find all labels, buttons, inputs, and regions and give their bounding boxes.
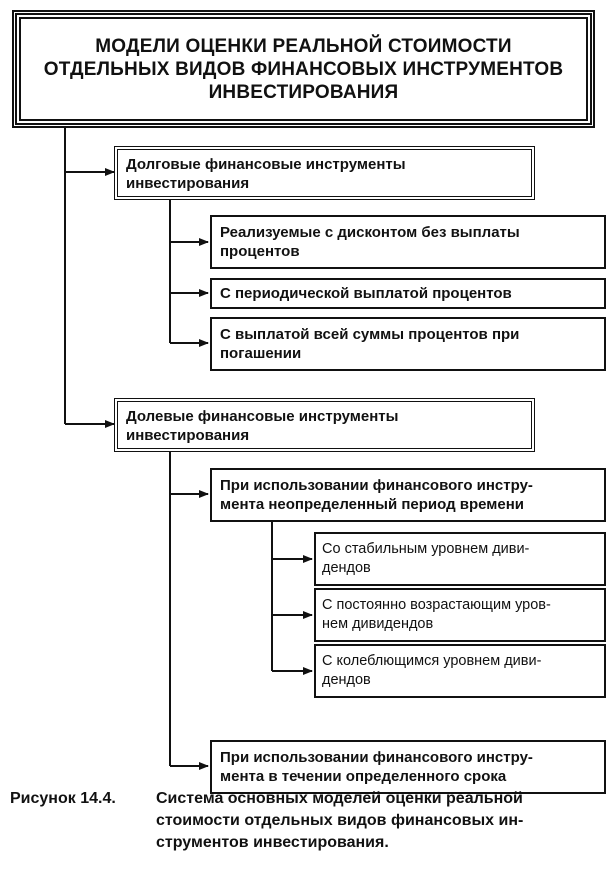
definite-period-label: При использовании финансового инстру- ме… <box>220 749 533 785</box>
debt-child-box-3: С выплатой всей суммы процентов при пога… <box>210 317 606 371</box>
debt-instruments-label: Долговые финансовые инструменты инвестир… <box>126 156 406 192</box>
dividend-child-label-2: С постоянно возрастающим уров- нем дивид… <box>322 597 551 632</box>
title-text: МОДЕЛИ ОЦЕНКИ РЕАЛЬНОЙ СТОИМОСТИ ОТДЕЛЬН… <box>43 35 564 103</box>
debt-child-label-3: С выплатой всей суммы процентов при пога… <box>220 326 520 362</box>
definite-period-box: При использовании финансового инстру- ме… <box>210 740 606 794</box>
indefinite-period-label: При использовании финансового инстру- ме… <box>220 477 533 513</box>
debt-child-box-2: С периодической выплатой процентов <box>210 278 606 309</box>
equity-instruments-label: Долевые финансовые инструменты инвестиро… <box>126 408 399 444</box>
figure-caption-label: Рисунок 14.4. <box>10 790 116 807</box>
indefinite-period-box: При использовании финансового инстру- ме… <box>210 468 606 522</box>
dividend-child-box-2: С постоянно возрастающим уров- нем дивид… <box>314 588 606 642</box>
debt-instruments-box: Долговые финансовые инструменты инвестир… <box>114 146 535 200</box>
dividend-child-box-3: С колеблющимся уровнем диви- дендов <box>314 644 606 698</box>
dividend-child-box-1: Со стабильным уровнем диви- дендов <box>314 532 606 586</box>
title-box: МОДЕЛИ ОЦЕНКИ РЕАЛЬНОЙ СТОИМОСТИ ОТДЕЛЬН… <box>12 10 595 128</box>
equity-instruments-box: Долевые финансовые инструменты инвестиро… <box>114 398 535 452</box>
debt-child-box-1: Реализуемые с дисконтом без выплаты проц… <box>210 215 606 269</box>
debt-child-label-1: Реализуемые с дисконтом без выплаты проц… <box>220 224 520 260</box>
figure-caption-text: Система основных моделей оценки реальной… <box>156 790 524 851</box>
debt-child-label-2: С периодической выплатой процентов <box>220 285 512 302</box>
dividend-child-label-1: Со стабильным уровнем диви- дендов <box>322 541 530 576</box>
dividend-child-label-3: С колеблющимся уровнем диви- дендов <box>322 653 542 688</box>
